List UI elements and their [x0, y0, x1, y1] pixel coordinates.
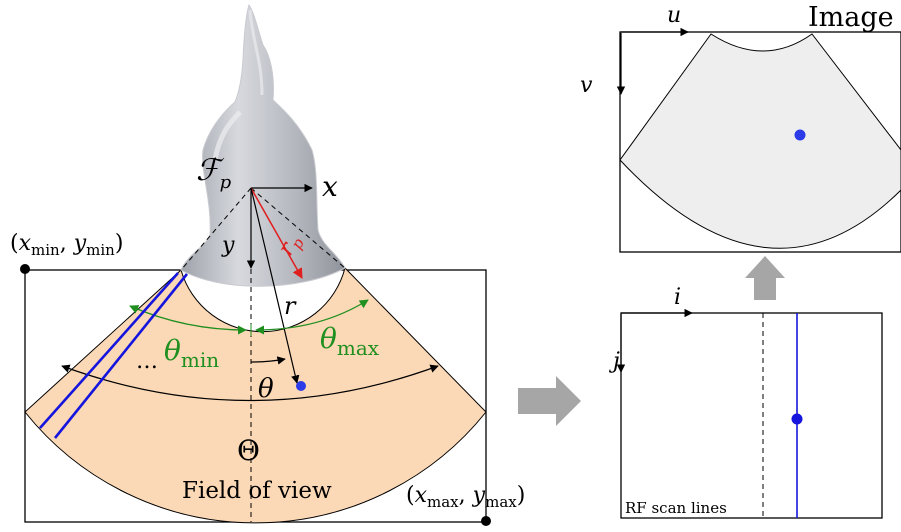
- field-angle-arc: [61, 364, 439, 402]
- scan-line-1: [39, 272, 179, 429]
- theta-min-label: θmin: [164, 334, 219, 372]
- corner-max-label: (xmax, ymax): [406, 483, 525, 511]
- radius-r-arrow: [250, 187, 300, 384]
- image-frame: [619, 31, 901, 253]
- theta-min-arc: [129, 305, 247, 335]
- radius-r-label: r: [284, 292, 297, 320]
- probe-icon: [180, 3, 346, 287]
- i-axis-label: i: [674, 285, 681, 310]
- scan-line-2: [53, 273, 189, 439]
- radius-rp-arrow: [250, 187, 303, 279]
- image-panel: Image u v: [580, 2, 901, 253]
- probe-right-ray: [250, 187, 346, 269]
- rf-point: [791, 413, 803, 425]
- rf-frame: [620, 312, 883, 519]
- right-flow-arrow-icon: [518, 376, 581, 426]
- image-sector: [619, 33, 901, 249]
- v-axis-label: v: [580, 73, 593, 98]
- corner-min-dot: [20, 264, 30, 274]
- u-axis-label: u: [667, 3, 681, 28]
- x-axis-label: x: [322, 170, 338, 203]
- corner-min-label: (xmin, ymin): [10, 231, 123, 259]
- theta-arc: [250, 356, 286, 365]
- field-angle-label: Θ: [237, 434, 260, 467]
- j-axis-label: j: [608, 349, 620, 374]
- image-title: Image: [808, 2, 894, 33]
- up-flow-arrow-icon: [745, 256, 785, 300]
- theta-max-arc: [255, 299, 369, 335]
- left-panel: ℱp x y rp r θ θmin θmax … Θ Field of vie…: [10, 3, 525, 526]
- y-axis-label: y: [221, 233, 235, 258]
- theta-max-label: θmax: [320, 322, 380, 360]
- theta-label: θ: [258, 374, 274, 404]
- image-point: [794, 129, 806, 141]
- corner-max-dot: [481, 516, 491, 526]
- sample-point: [296, 381, 306, 391]
- scan-lines-ellipsis: …: [136, 349, 158, 374]
- rf-panel: i j RF scan lines: [608, 285, 883, 519]
- field-of-view-label: Field of view: [182, 478, 332, 504]
- rf-caption: RF scan lines: [625, 499, 727, 517]
